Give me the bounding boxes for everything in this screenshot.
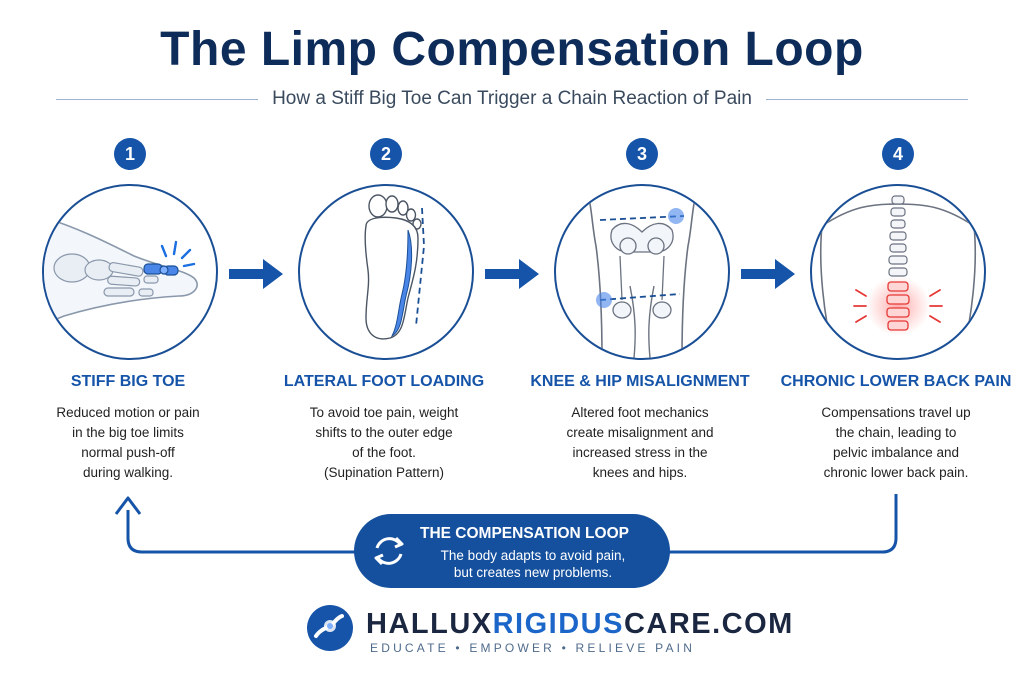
- step-3-description: Altered foot mechanics create misalignme…: [535, 403, 745, 483]
- desc-line: knees and hips.: [592, 465, 688, 480]
- step-4-number: 4: [882, 138, 914, 170]
- desc-line: during walking.: [82, 465, 174, 480]
- brand-tagline: EDUCATE • EMPOWER • RELIEVE PAIN: [370, 641, 696, 655]
- brand-part: HALLUX: [366, 608, 493, 640]
- desc-line: To avoid toe pain, weight: [309, 405, 459, 420]
- subtitle-text: How a Stiff Big Toe Can Trigger a Chain …: [258, 88, 766, 109]
- arrow-right-icon: [741, 259, 795, 289]
- desc-line: normal push-off: [81, 445, 175, 460]
- desc-line: Altered foot mechanics: [571, 405, 709, 420]
- spine-icon: [819, 195, 977, 358]
- step-2-description: To avoid toe pain, weight shifts to the …: [279, 403, 489, 483]
- step-1-description: Reduced motion or pain in the big toe li…: [23, 403, 233, 483]
- lower-back-illustration: [810, 184, 986, 360]
- loop-description: The body adapts to avoid pain, but creat…: [420, 547, 646, 581]
- desc-line: shifts to the outer edge: [315, 425, 453, 440]
- step-2-number: 2: [370, 138, 402, 170]
- loop-title: THE COMPENSATION LOOP: [420, 525, 629, 542]
- desc-line: create misalignment and: [566, 425, 714, 440]
- step-1-title: STIFF BIG TOE: [70, 373, 186, 390]
- step-4-title: CHRONIC LOWER BACK PAIN: [780, 373, 1012, 390]
- foot-sole-icon: [364, 194, 425, 340]
- desc-line: in the big toe limits: [72, 425, 184, 440]
- stiff-toe-illustration: [42, 184, 218, 360]
- brand-part: CARE.COM: [623, 608, 794, 640]
- desc-line: increased stress in the: [572, 445, 708, 460]
- desc-line: the chain, leading to: [835, 425, 957, 440]
- arrow-right-icon: [229, 259, 283, 289]
- subtitle-row: How a Stiff Big Toe Can Trigger a Chain …: [56, 88, 968, 112]
- pelvis-legs-icon: [585, 186, 699, 358]
- page-title: The Limp Compensation Loop: [160, 23, 864, 76]
- arrow-right-icon: [485, 259, 539, 289]
- desc-line: chronic lower back pain.: [823, 465, 969, 480]
- step-2-title: LATERAL FOOT LOADING: [283, 373, 485, 390]
- cycle-arrows-icon: [374, 536, 404, 566]
- page-subtitle: How a Stiff Big Toe Can Trigger a Chain …: [56, 88, 968, 110]
- brand-name: HALLUXRIGIDUSCARE.COM: [366, 608, 794, 641]
- knee-hip-illustration: [554, 184, 730, 360]
- step-1-number: 1: [114, 138, 146, 170]
- step-4-description: Compensations travel up the chain, leadi…: [791, 403, 1001, 483]
- desc-line: (Supination Pattern): [323, 465, 445, 480]
- step-3-number: 3: [626, 138, 658, 170]
- logo-joint-icon: [307, 605, 353, 651]
- desc-line: pelvic imbalance and: [832, 445, 960, 460]
- loop-line: The body adapts to avoid pain,: [440, 548, 626, 563]
- lateral-loading-illustration: [298, 184, 474, 360]
- desc-line: of the foot.: [352, 445, 416, 460]
- desc-line: Compensations travel up: [821, 405, 971, 420]
- brand-part-highlight: RIGIDUS: [492, 608, 624, 640]
- desc-line: Reduced motion or pain: [56, 405, 200, 420]
- loop-line: but creates new problems.: [453, 565, 613, 580]
- foot-skeleton-icon: [44, 216, 198, 325]
- compensation-loop-badge: THE COMPENSATION LOOP The body adapts to…: [354, 514, 670, 588]
- step-3-title: KNEE & HIP MISALIGNMENT: [530, 373, 750, 390]
